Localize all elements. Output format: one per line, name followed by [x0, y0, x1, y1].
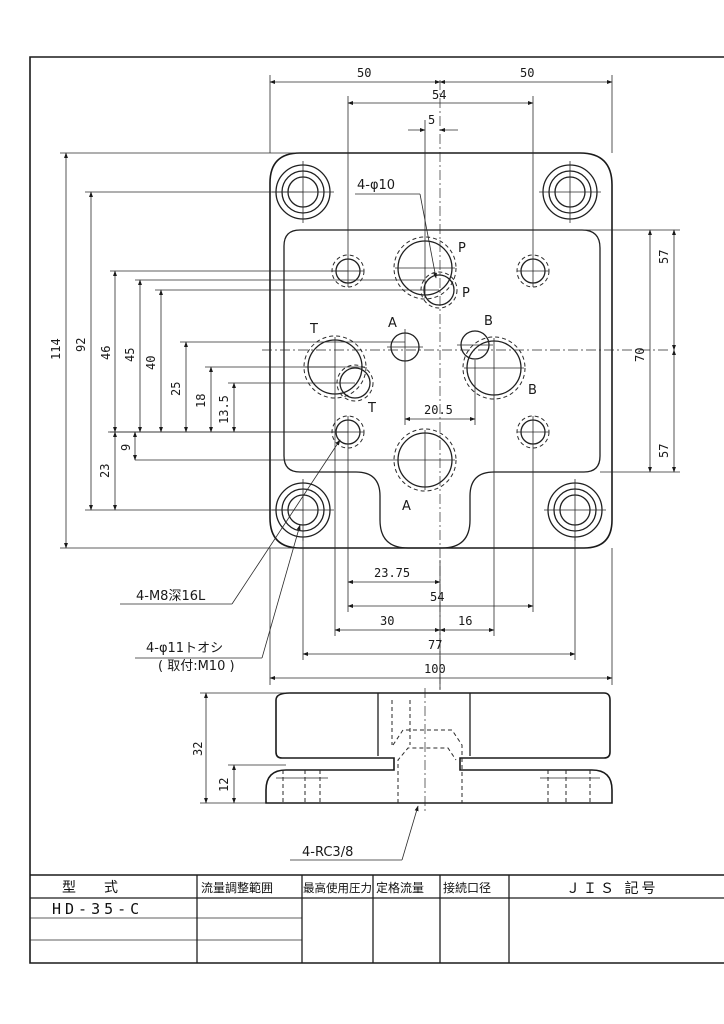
dim-23: 23: [98, 464, 112, 478]
corner-hole-tr: [539, 161, 601, 223]
callout-through: 4-φ11トオシ: [146, 641, 223, 656]
port-b-small: [457, 330, 493, 360]
dim-16: 16: [458, 614, 472, 628]
dim-32: 32: [191, 742, 205, 756]
dim-20-5: 20.5: [424, 403, 453, 417]
dim-50-left: 50: [357, 66, 371, 80]
tap-hole-4: [516, 415, 550, 449]
dim-18: 18: [194, 394, 208, 408]
tap-hole-2: [516, 254, 550, 288]
label-p-bottom: P: [462, 286, 470, 301]
dim-54-bottom: 54: [430, 590, 444, 604]
label-p-top: P: [458, 241, 466, 256]
left-dimensions: [60, 152, 439, 549]
dim-46: 46: [99, 346, 113, 360]
dim-77: 77: [428, 638, 442, 652]
dim-30: 30: [380, 614, 394, 628]
plate-outline: [269, 152, 613, 549]
dim-40: 40: [144, 356, 158, 370]
label-a-top: A: [388, 316, 397, 331]
right-dimensions: [533, 229, 680, 473]
top-view: [262, 80, 668, 690]
dim-12: 12: [217, 778, 231, 792]
side-view: [265, 688, 613, 812]
port-b-large: [462, 336, 526, 400]
dim-57-top: 57: [657, 250, 671, 264]
dim-57-bottom: 57: [657, 444, 671, 458]
dim-70: 70: [633, 348, 647, 362]
dim-45: 45: [123, 348, 137, 362]
dim-54-top: 54: [432, 88, 446, 102]
callout-leaders: [120, 193, 437, 659]
dim-114: 114: [49, 338, 63, 360]
label-a-bottom: A: [402, 499, 411, 514]
header-port-size: 接続口径: [443, 880, 491, 895]
side-dimensions: [200, 692, 419, 861]
label-b-bottom: B: [528, 383, 537, 398]
bottom-dimensions: [269, 360, 613, 690]
dim-25: 25: [169, 382, 183, 396]
inner-recess: [283, 229, 601, 549]
callout-tap: 4-M8深16L: [136, 589, 206, 604]
header-flow-adjust-range: 流量調整範囲: [201, 880, 273, 895]
dim-9: 9: [119, 444, 133, 451]
label-t-bottom: T: [367, 401, 376, 416]
callout-holes: 4-φ10: [357, 178, 395, 193]
label-t-top: T: [309, 322, 318, 337]
dim-92: 92: [74, 338, 88, 352]
dim-23-75: 23.75: [374, 566, 410, 580]
dim-100: 100: [424, 662, 446, 676]
port-a-small: [387, 329, 423, 365]
callout-mount: ( 取付:M10 ): [158, 659, 235, 674]
callout-port: 4-RC3/8: [302, 845, 353, 860]
spec-table: [30, 874, 724, 963]
dim-13-5: 13.5: [217, 395, 231, 424]
sheet-frame: [29, 56, 724, 964]
header-rated-flow: 定格流量: [376, 880, 424, 895]
label-b-top: B: [484, 314, 493, 329]
header-jis-symbol: ＪＩＳ 記号: [566, 880, 658, 897]
top-dimensions: [269, 75, 613, 255]
model-value: HD-35-C: [52, 900, 143, 918]
port-a-large: [393, 428, 457, 492]
dim-5: 5: [428, 113, 435, 127]
dim-50-right: 50: [520, 66, 534, 80]
corner-hole-br: [544, 479, 606, 541]
header-model: 型 式: [62, 880, 118, 896]
header-max-pressure: 最高使用圧力: [303, 881, 372, 895]
